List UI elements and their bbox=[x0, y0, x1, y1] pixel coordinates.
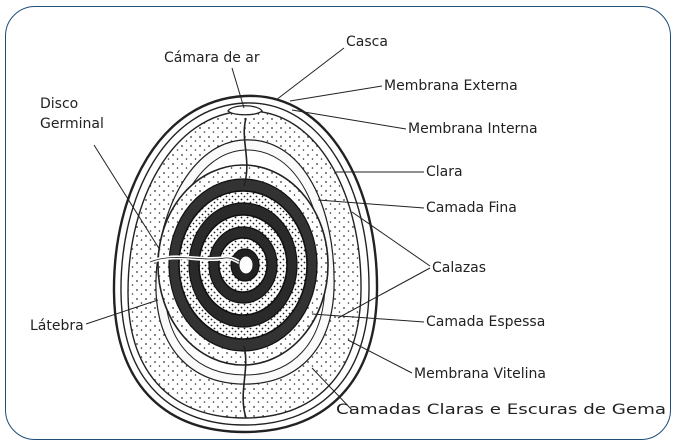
label-membrana-externa: Membrana Externa bbox=[384, 78, 518, 94]
label-clara: Clara bbox=[426, 164, 463, 180]
latebra-center bbox=[239, 256, 253, 274]
leader-membrana-externa bbox=[290, 86, 382, 101]
label-germinal: Germinal bbox=[40, 116, 104, 132]
label-membrana-vitelina: Membrana Vitelina bbox=[414, 366, 546, 382]
leader-casca bbox=[276, 48, 344, 100]
label-disco: Disco bbox=[40, 96, 78, 112]
label-camada-fina: Camada Fina bbox=[426, 200, 517, 216]
label-calazas: Calazas bbox=[432, 260, 486, 276]
label-latebra: Látebra bbox=[30, 318, 84, 334]
label-camadas-gema: Camadas Claras e Escuras de Gema bbox=[336, 402, 666, 418]
label-camara-de-ar: Cámara de ar bbox=[164, 50, 260, 66]
air-cell bbox=[228, 106, 262, 115]
label-membrana-interna: Membrana Interna bbox=[408, 121, 538, 137]
label-casca: Casca bbox=[346, 34, 388, 50]
label-camada-espessa: Camada Espessa bbox=[426, 314, 545, 330]
